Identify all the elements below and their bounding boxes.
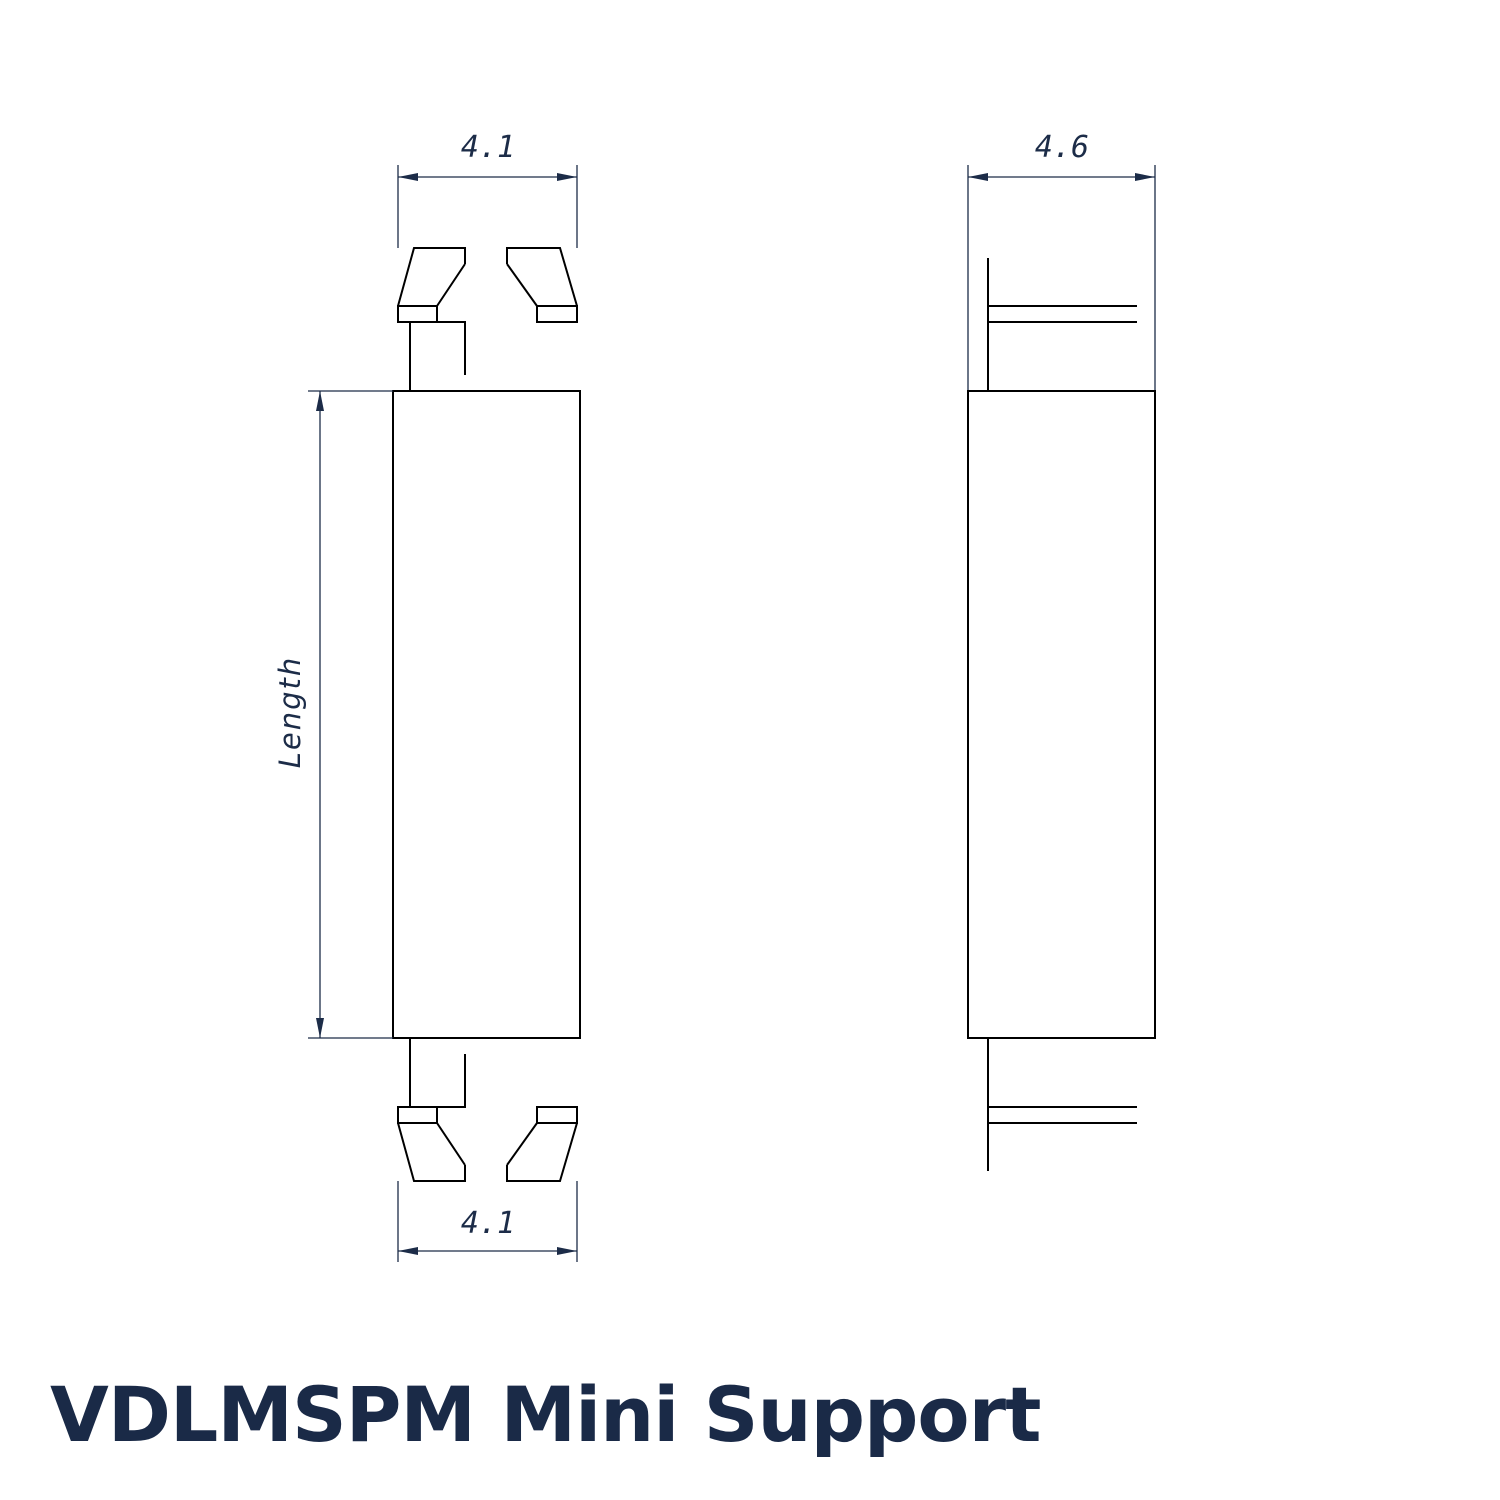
dimension-front-bottom-width: 4.1 <box>397 1181 578 1262</box>
side-top-clip <box>987 257 1138 391</box>
front-bottom-width-label: 4.1 <box>461 1206 515 1241</box>
front-top-width-label: 4.1 <box>461 130 515 165</box>
side-width-label: 4.6 <box>1035 130 1089 165</box>
front-bottom-clip <box>397 1038 578 1182</box>
front-top-clip <box>397 247 578 391</box>
dimension-side-width: 4.6 <box>967 130 1156 390</box>
dimension-length: Length <box>273 390 393 1039</box>
dimension-front-top-width: 4.1 <box>397 130 578 248</box>
front-body <box>392 390 581 1039</box>
length-label: Length <box>273 656 307 769</box>
side-body <box>967 390 1156 1039</box>
side-view <box>967 257 1156 1172</box>
page-title: VDLMSPM Mini Support <box>50 1370 1041 1459</box>
front-view <box>392 247 581 1182</box>
side-bottom-clip <box>987 1038 1138 1172</box>
